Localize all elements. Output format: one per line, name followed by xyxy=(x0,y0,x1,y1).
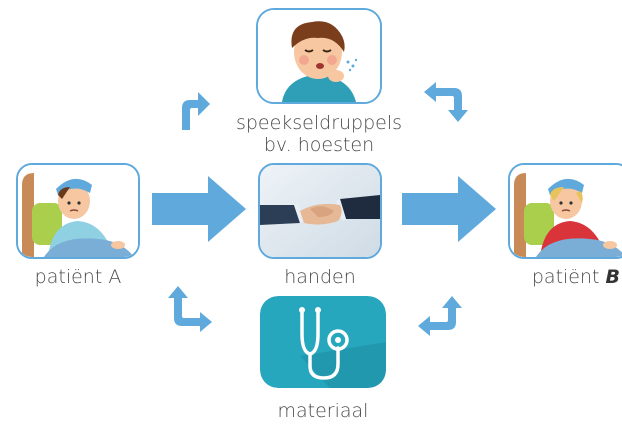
coughing-tile xyxy=(256,8,382,104)
top-label-line2: bv. hoesten xyxy=(263,134,375,156)
top-label-line1: speekseldruppels xyxy=(235,112,403,134)
bent-arrow-top-left xyxy=(182,92,210,130)
center-label: handen xyxy=(284,266,356,288)
top-label: speekseldruppels bv. hoesten xyxy=(218,112,420,156)
patient-in-bed-icon xyxy=(510,165,622,257)
stethoscope-icon xyxy=(260,296,386,388)
bent-arrow-top-right xyxy=(424,82,468,122)
patient-b-label-prefix: patiënt xyxy=(531,266,606,288)
arrow-left-to-center xyxy=(152,176,246,242)
coughing-boy-icon xyxy=(258,10,380,102)
bottom-label: materiaal xyxy=(277,400,369,422)
stethoscope-tile xyxy=(260,296,386,388)
patient-a-label: patiënt A xyxy=(34,266,122,288)
handshake-icon xyxy=(260,165,380,257)
bent-arrow-bottom-right xyxy=(418,296,462,336)
handshake-tile xyxy=(258,163,382,259)
patient-b-tile xyxy=(508,163,622,259)
bent-arrow-bottom-left xyxy=(168,286,212,332)
patient-a-tile xyxy=(16,163,140,259)
patient-in-bed-icon xyxy=(18,165,138,257)
patient-b-label: patiënt B xyxy=(498,266,622,288)
patient-b-label-letter: B xyxy=(605,266,620,288)
arrow-center-to-right xyxy=(402,176,496,242)
